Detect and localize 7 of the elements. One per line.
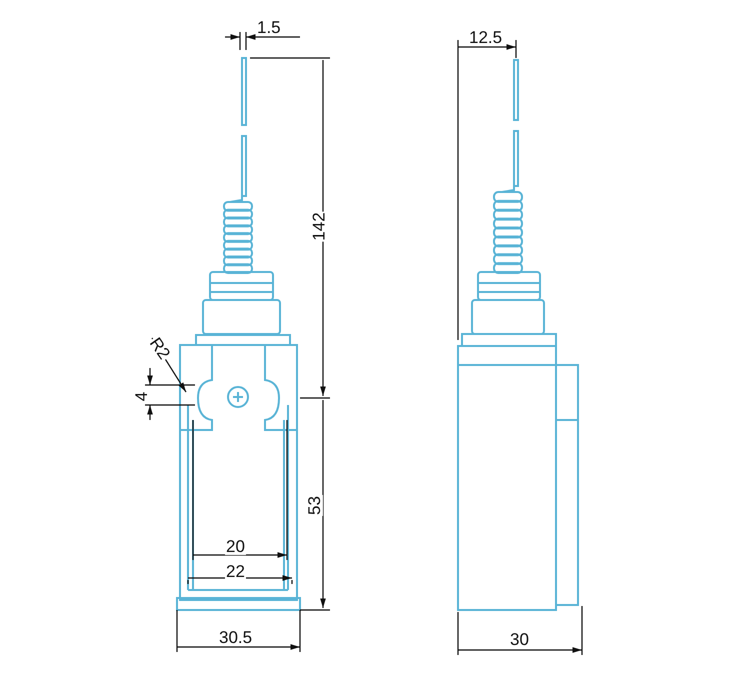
- dimension-label: 30: [509, 631, 530, 648]
- dimension-label: 12.5: [468, 29, 504, 46]
- dimension-label: 30.5: [218, 629, 254, 646]
- dimension-label: 53: [306, 495, 323, 516]
- dimension-label: 1.5: [256, 19, 282, 36]
- dimension-label: 20: [225, 538, 246, 555]
- dimension-label: 22: [225, 563, 246, 580]
